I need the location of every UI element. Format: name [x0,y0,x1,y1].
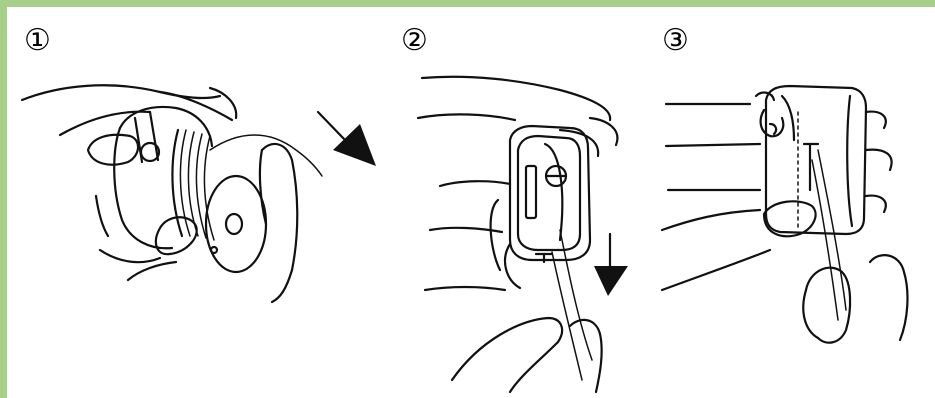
illustration-frame: ① ② ③ [0,0,935,398]
step-3-illustration [0,0,935,398]
